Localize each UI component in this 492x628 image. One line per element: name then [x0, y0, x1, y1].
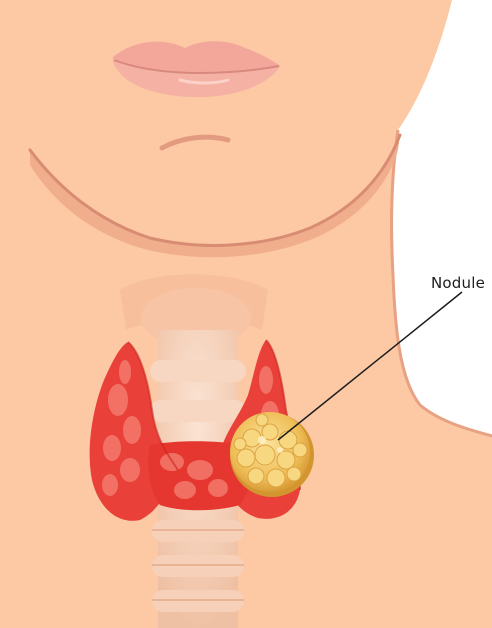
nodule-label: Nodule — [431, 274, 485, 292]
